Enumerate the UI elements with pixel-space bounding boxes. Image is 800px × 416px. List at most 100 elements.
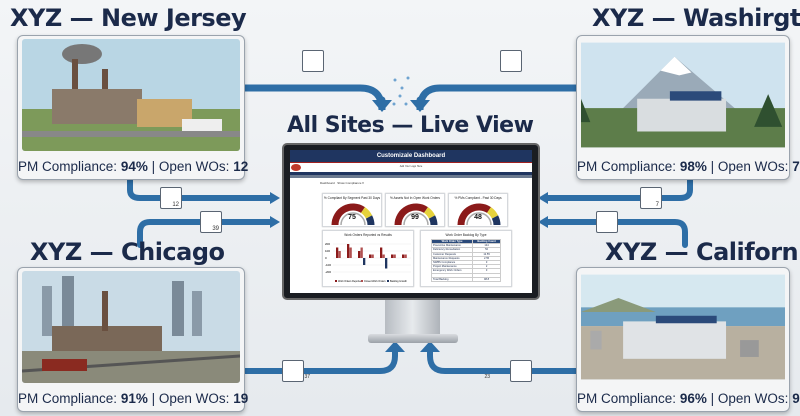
pipe-nj-down <box>127 177 273 201</box>
sync-chart-icon <box>302 50 324 72</box>
dashboard-screen: Customizale Dashboard Add Your Logo Here… <box>290 150 532 293</box>
gauge <box>331 203 375 226</box>
factory-illustration <box>22 39 240 151</box>
gauge-title: % PMs Compliant - Past 30 Days <box>454 196 502 200</box>
monitor-stand <box>385 300 440 336</box>
arrow-head <box>270 216 280 228</box>
table-cell: Total Backlog <box>430 276 474 282</box>
dashboard-header: Customizale Dashboard <box>290 150 532 163</box>
arrow-head <box>372 100 392 112</box>
sync-chart-icon: 39 <box>200 211 222 233</box>
bar <box>358 251 361 258</box>
gauge-yellow <box>486 207 499 219</box>
mountain-facility-illustration <box>581 42 785 148</box>
tab-compliance[interactable]: Show Compliance ▾ <box>337 181 364 185</box>
bar <box>338 251 341 258</box>
gauge-value: 48 <box>474 214 482 221</box>
bar <box>385 258 388 269</box>
pipe-ca-up <box>545 219 688 248</box>
arrow-head <box>538 216 548 228</box>
legend-swatch <box>361 280 363 282</box>
sync-chart-icon <box>282 360 304 382</box>
gauge-blue <box>365 215 375 226</box>
bar <box>402 254 405 258</box>
y-tick-label: 100 <box>325 249 330 253</box>
arrow-head <box>410 100 430 112</box>
gauge-card: % Compliant By Segment Past 30 Days 75 <box>322 193 382 227</box>
legend-label: Backlog Growth <box>390 280 408 283</box>
gauge-card: % Assets Not In Open Work Orders 99 <box>385 193 445 227</box>
site-stats: PM Compliance: 96% | Open WOs: 9 <box>577 391 800 406</box>
center-title: All Sites — Live View <box>287 113 534 138</box>
arrow-head <box>538 192 548 204</box>
gauge-title: % Compliant By Segment Past 30 Days <box>323 196 381 200</box>
menu-bar[interactable] <box>290 172 532 175</box>
gauge-red <box>394 203 428 226</box>
sync-report-icon <box>510 360 532 382</box>
site-panel-new-jersey[interactable]: PM Compliance: 94% | Open WOs: 12 <box>17 35 249 180</box>
site-stats: PM Compliance: 98% | Open WOs: 7 <box>577 159 800 174</box>
logo-row: Add Your Logo Here <box>290 163 532 172</box>
site-title-california: XYZ — California <box>605 238 800 266</box>
pipe-ca-bottom <box>427 349 581 374</box>
gauge-blue <box>428 215 438 226</box>
bar <box>360 247 363 258</box>
legend-swatch <box>335 280 337 282</box>
arrow-head <box>270 192 280 204</box>
gauge-value: 99 <box>411 214 419 221</box>
gauge <box>394 203 438 226</box>
coastal-facility-illustration <box>581 274 785 380</box>
tab-dashboard[interactable]: Dashboard <box>320 181 335 185</box>
table-cell: 98.8 <box>472 276 501 282</box>
brand-logo <box>291 164 301 171</box>
bar <box>363 258 366 265</box>
sync-count-label: 37 <box>304 374 310 380</box>
legend-label: Closed Work Orders <box>364 280 386 283</box>
site-panel-chicago[interactable]: PM Compliance: 91% | Open WOs: 19 <box>17 267 249 412</box>
y-tick-label: -200 <box>325 270 331 274</box>
bar <box>336 247 339 258</box>
site-panel-washington[interactable]: PM Compliance: 98% | Open WOs: 7 <box>576 35 800 180</box>
gauge-title: % Assets Not In Open Work Orders <box>389 196 441 200</box>
site-title-new-jersey: XYZ — New Jersey <box>10 4 247 32</box>
bar <box>393 254 396 258</box>
gauge-blue <box>491 215 501 226</box>
bar <box>347 244 350 258</box>
bar <box>369 254 372 258</box>
monitor-base <box>368 334 458 343</box>
dashboard-tabs: Dashboard Show Compliance ▾ <box>320 181 364 185</box>
site-title-washington: XYZ — Washirgton <box>592 4 800 32</box>
legend-swatch <box>387 280 389 282</box>
gauge-yellow <box>360 207 373 219</box>
bar <box>391 254 394 258</box>
pipe-wa-down <box>545 177 693 201</box>
sync-chart-icon <box>596 211 618 233</box>
arrow-head <box>420 341 440 352</box>
sub-bar <box>290 175 532 178</box>
backlog-table-card: Work Order Backlog By Type Work Order Ty… <box>420 230 512 287</box>
bar <box>349 247 352 258</box>
gauge-value: 75 <box>348 214 356 221</box>
sync-report-icon <box>500 50 522 72</box>
pipe-nj <box>241 84 386 111</box>
monitor: Customizale Dashboard Add Your Logo Here… <box>282 143 540 300</box>
bar <box>380 247 383 258</box>
logo-placeholder: Add Your Logo Here <box>399 165 423 168</box>
pipe-wa <box>416 84 582 111</box>
site-stats: PM Compliance: 94% | Open WOs: 12 <box>18 159 249 174</box>
gauge-red <box>331 203 365 226</box>
gauge-card: % PMs Compliant - Past 30 Days 48 <box>448 193 508 227</box>
site-stats: PM Compliance: 91% | Open WOs: 19 <box>18 391 249 406</box>
sync-count-label: 23 <box>484 374 490 380</box>
bar-chart-title: Work Orders Reported vs Results <box>344 233 392 237</box>
arrow-head <box>385 341 405 352</box>
site-title-chicago: XYZ — Chicago <box>30 238 225 266</box>
site-panel-california[interactable]: PM Compliance: 96% | Open WOs: 9 <box>576 267 800 412</box>
bar <box>404 254 407 258</box>
y-tick-label: 0 <box>325 256 327 260</box>
pipe-chi-bottom <box>242 349 398 374</box>
gauge-red <box>457 203 491 226</box>
